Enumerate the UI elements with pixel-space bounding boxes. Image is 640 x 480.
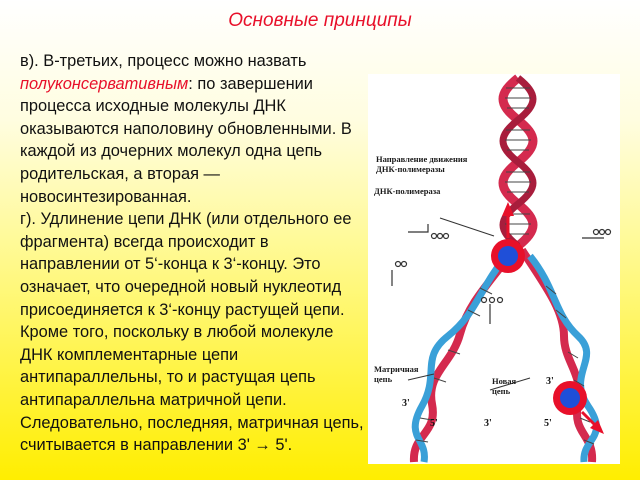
end-label-5-left: 5' xyxy=(430,418,438,429)
free-nucleotides xyxy=(391,224,612,324)
label-matrix-strand: Матричная цепь xyxy=(374,364,419,384)
label-new-strand: Новая цепь xyxy=(492,376,517,396)
paragraph-v-start: в). В-третьих, процесс можно назвать xyxy=(20,52,307,70)
term-semiconservative: полуконсервативным xyxy=(20,74,189,93)
end-label-3-left: 3' xyxy=(402,398,410,409)
parent-strand-b xyxy=(499,75,537,249)
label-polymerase-direction: Направление движения ДНК-полимеразы xyxy=(376,154,468,174)
right-daughter-helix xyxy=(518,247,600,463)
right-new-strand xyxy=(527,253,600,463)
end-label-3-mid: 3' xyxy=(484,418,492,429)
dna-polymerase-bottom xyxy=(553,381,604,434)
right-parent-strand xyxy=(518,247,597,463)
paragraph-g: г). Удлинение цепи ДНК (или отдельного е… xyxy=(20,210,364,455)
end-label-5-right: 5' xyxy=(544,418,552,429)
left-new-strand xyxy=(411,253,509,463)
slide-title: Основные принципы xyxy=(228,10,412,31)
body-text: в). В-третьих, процесс можно назвать пол… xyxy=(20,50,364,457)
left-parent-strand xyxy=(409,247,518,463)
left-daughter-helix xyxy=(409,247,518,463)
paragraph-v-rest: : по завершении процесса исходные молеку… xyxy=(20,74,352,206)
label-pointers xyxy=(407,217,531,391)
replication-fork-diagram xyxy=(391,74,612,463)
end-label-3-right: 3' xyxy=(546,376,554,387)
dna-replication-figure: Направление движения ДНК-полимеразы ДНК-… xyxy=(368,74,620,464)
label-dna-polymerase: ДНК-полимераза xyxy=(374,186,441,196)
dna-polymerase-top xyxy=(491,202,525,273)
